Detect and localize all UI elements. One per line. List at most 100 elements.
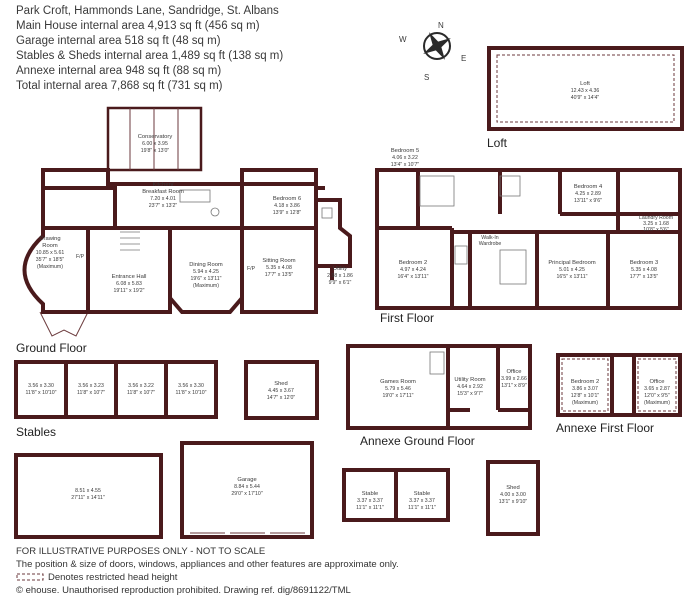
two-stables-plan: Stable 3.37 x 3.37 11'1" x 11'1" Stable …	[342, 468, 450, 522]
compass-w: W	[399, 35, 407, 44]
room-games-dim2: 19'0" x 17'11"	[383, 393, 414, 399]
room-drawing-note: (Maximum)	[37, 264, 63, 270]
room-office-annexe-dim1: 3.65 x 2.87	[644, 386, 670, 392]
large-store-plan: 8.51 x 4.55 27'11" x 14'11"	[14, 453, 163, 539]
room-kitchen-name1: Kitchen/	[153, 182, 174, 188]
stable-b-dim2: 11'8" x 10'7"	[77, 390, 105, 396]
shed2-name: Shed	[506, 485, 520, 491]
room-dining-name: Dining Room	[189, 262, 223, 268]
room-bedroom3-dim2: 17'7" x 13'5"	[630, 274, 659, 280]
room-drawing-name2: Room	[42, 243, 58, 249]
room-bedroom2-dim2: 16'4" x 13'11"	[398, 274, 429, 280]
room-bedroom6-name: Bedroom 6	[273, 196, 301, 202]
room-bedroom4-name: Bedroom 4	[574, 184, 603, 190]
stables-plan: 3.56 x 3.30 11'8" x 10'10" 3.56 x 3.23 1…	[14, 360, 218, 419]
disclaimer: The position & size of doors, windows, a…	[16, 559, 399, 570]
room-office-dim1: 3.99 x 2.66	[501, 376, 527, 382]
stable-c-dim1: 3.56 x 3.22	[128, 383, 154, 389]
room-conservatory-dim2: 19'8" x 13'0"	[141, 148, 170, 154]
stable-d-dim2: 11'8" x 10'10"	[176, 390, 207, 396]
room-sitting-dim1: 5.35 x 4.08	[266, 265, 292, 271]
garage-plan: Garage 8.84 x 5.44 29'0" x 17'10"	[180, 441, 314, 539]
legend-label: Denotes restricted head height	[48, 572, 178, 583]
room-principal-dim2: 16'5" x 13'11"	[557, 274, 588, 280]
room-office-name: Office	[506, 369, 521, 375]
fireplace-label-2: F/P	[247, 266, 256, 272]
shed1-dim1: 4.45 x 3.67	[268, 388, 294, 394]
room-drawing-dim2: 35'7" x 18'5"	[36, 257, 65, 263]
room-walkin-name2: Wardrobe	[479, 241, 502, 247]
room-bedroom6-dim2: 13'9" x 12'8"	[273, 210, 302, 216]
annexe-ground-floor-label: Annexe Ground Floor	[360, 434, 475, 448]
room-bedroom4-dim2: 13'11" x 9'6"	[574, 198, 602, 204]
shed2-dim1: 4.00 x 3.00	[500, 492, 526, 498]
room-bedroom2-annexe-dim1: 3.86 x 3.07	[572, 386, 598, 392]
garage-dim1: 8.84 x 5.44	[234, 484, 260, 490]
room-principal-name: Principal Bedroom	[548, 260, 596, 266]
room-utility-name: Utility	[333, 266, 347, 272]
stable-a-dim2: 11'8" x 10'10"	[26, 390, 57, 396]
stable-c-dim2: 11'8" x 10'7"	[127, 390, 155, 396]
stable-e-name: Stable	[362, 491, 378, 497]
room-bedroom5-dim1: 4.06 x 3.22	[392, 155, 418, 161]
room-loft-dim1: 12.43 x 4.36	[571, 88, 600, 94]
room-office-annexe-name: Office	[649, 379, 664, 385]
shed1-dim2: 14'7" x 12'0"	[267, 395, 296, 401]
stable-e-dim2: 11'1" x 11'1"	[356, 505, 384, 511]
room-bedroom2-annexe-dim2: 12'8" x 10'1"	[571, 393, 600, 399]
annexe-ground-plan: Games Room 5.79 x 5.46 19'0" x 17'11" Ut…	[346, 344, 532, 430]
room-bedroom2-annexe-note: (Maximum)	[572, 400, 598, 406]
room-laundry-name: Laundry Room	[639, 215, 673, 221]
room-drawing-name1: Drawing	[39, 236, 60, 242]
room-utility-dim2: 9'9" x 6'1"	[329, 280, 352, 286]
illustrative-notice: FOR ILLUSTRATIVE PURPOSES ONLY - NOT TO …	[16, 546, 266, 557]
room-games-name: Games Room	[380, 379, 416, 385]
restricted-height-swatch	[16, 573, 44, 581]
room-bedroom2-name: Bedroom 2	[399, 260, 427, 266]
total-area: Total internal area 7,868 sq ft (731 sq …	[16, 80, 223, 92]
room-utility-annexe-dim2: 15'3" x 9'7"	[457, 391, 483, 397]
annexe-area: Annexe internal area 948 sq ft (88 sq m)	[16, 65, 222, 77]
room-conservatory-name: Conservatory	[138, 134, 173, 140]
room-utility-annexe-dim1: 4.64 x 2.92	[457, 384, 483, 390]
room-entrance-dim1: 6.08 x 5.83	[116, 281, 142, 287]
loft-label: Loft	[487, 136, 508, 150]
shed-2-plan: Shed 4.00 x 3.00 13'1" x 9'10"	[486, 460, 540, 536]
stable-a-dim1: 3.56 x 3.30	[28, 383, 54, 389]
room-bedroom4-dim1: 4.25 x 2.89	[575, 191, 601, 197]
stables-area: Stables & Sheds internal area 1,489 sq f…	[16, 50, 284, 62]
stable-d-dim1: 3.56 x 3.30	[178, 383, 204, 389]
room-entrance-dim2: 19'11" x 19'2"	[114, 288, 145, 294]
room-office-annexe-note: (Maximum)	[644, 400, 670, 406]
room-office-annexe-dim2: 12'0" x 9'5"	[644, 393, 670, 399]
room-bedroom3-dim1: 5.35 x 4.08	[631, 267, 657, 273]
copyright: © ehouse. Unauthorised reproduction proh…	[16, 585, 351, 596]
garage-dim2: 29'0" x 17'10"	[231, 491, 262, 497]
room-conservatory-dim1: 6.00 x 3.95	[142, 141, 168, 147]
annexe-first-plan: Bedroom 2 3.86 x 3.07 12'8" x 10'1" (Max…	[556, 353, 682, 417]
room-loft-dim2: 40'9" x 14'4"	[571, 95, 600, 101]
room-dining-note: (Maximum)	[193, 283, 219, 289]
room-sitting-dim2: 17'7" x 13'5"	[265, 272, 294, 278]
fireplace-label-1: F/P	[76, 254, 85, 260]
room-drawing-dim1: 10.85 x 5.61	[36, 250, 65, 256]
room-games-dim1: 5.79 x 5.46	[385, 386, 411, 392]
shed-1-plan: Shed 4.45 x 3.67 14'7" x 12'0"	[244, 360, 319, 420]
garage-name: Garage	[237, 477, 256, 483]
annexe-first-floor-label: Annexe First Floor	[556, 421, 655, 435]
room-bedroom2-dim1: 4.97 x 4.24	[400, 267, 426, 273]
room-dining-dim1: 5.94 x 4.25	[193, 269, 219, 275]
room-kitchen-dim2: 23'7" x 13'2"	[149, 203, 178, 209]
store-large-dim1: 8.51 x 4.55	[75, 488, 101, 494]
room-sitting-name: Sitting Room	[262, 258, 295, 264]
compass-n: N	[438, 21, 444, 30]
room-walkin-name1: Walk-In	[481, 235, 499, 241]
compass-icon: N E S W	[399, 21, 466, 82]
room-principal-dim1: 5.01 x 4.25	[559, 267, 585, 273]
room-utility-annexe-name: Utility Room	[454, 377, 485, 383]
stable-f-dim2: 11'1" x 11'1"	[408, 505, 436, 511]
stable-f-name: Stable	[414, 491, 430, 497]
room-bedroom2-annexe-name: Bedroom 2	[571, 379, 599, 385]
shed2-dim2: 13'1" x 9'10"	[499, 499, 528, 505]
